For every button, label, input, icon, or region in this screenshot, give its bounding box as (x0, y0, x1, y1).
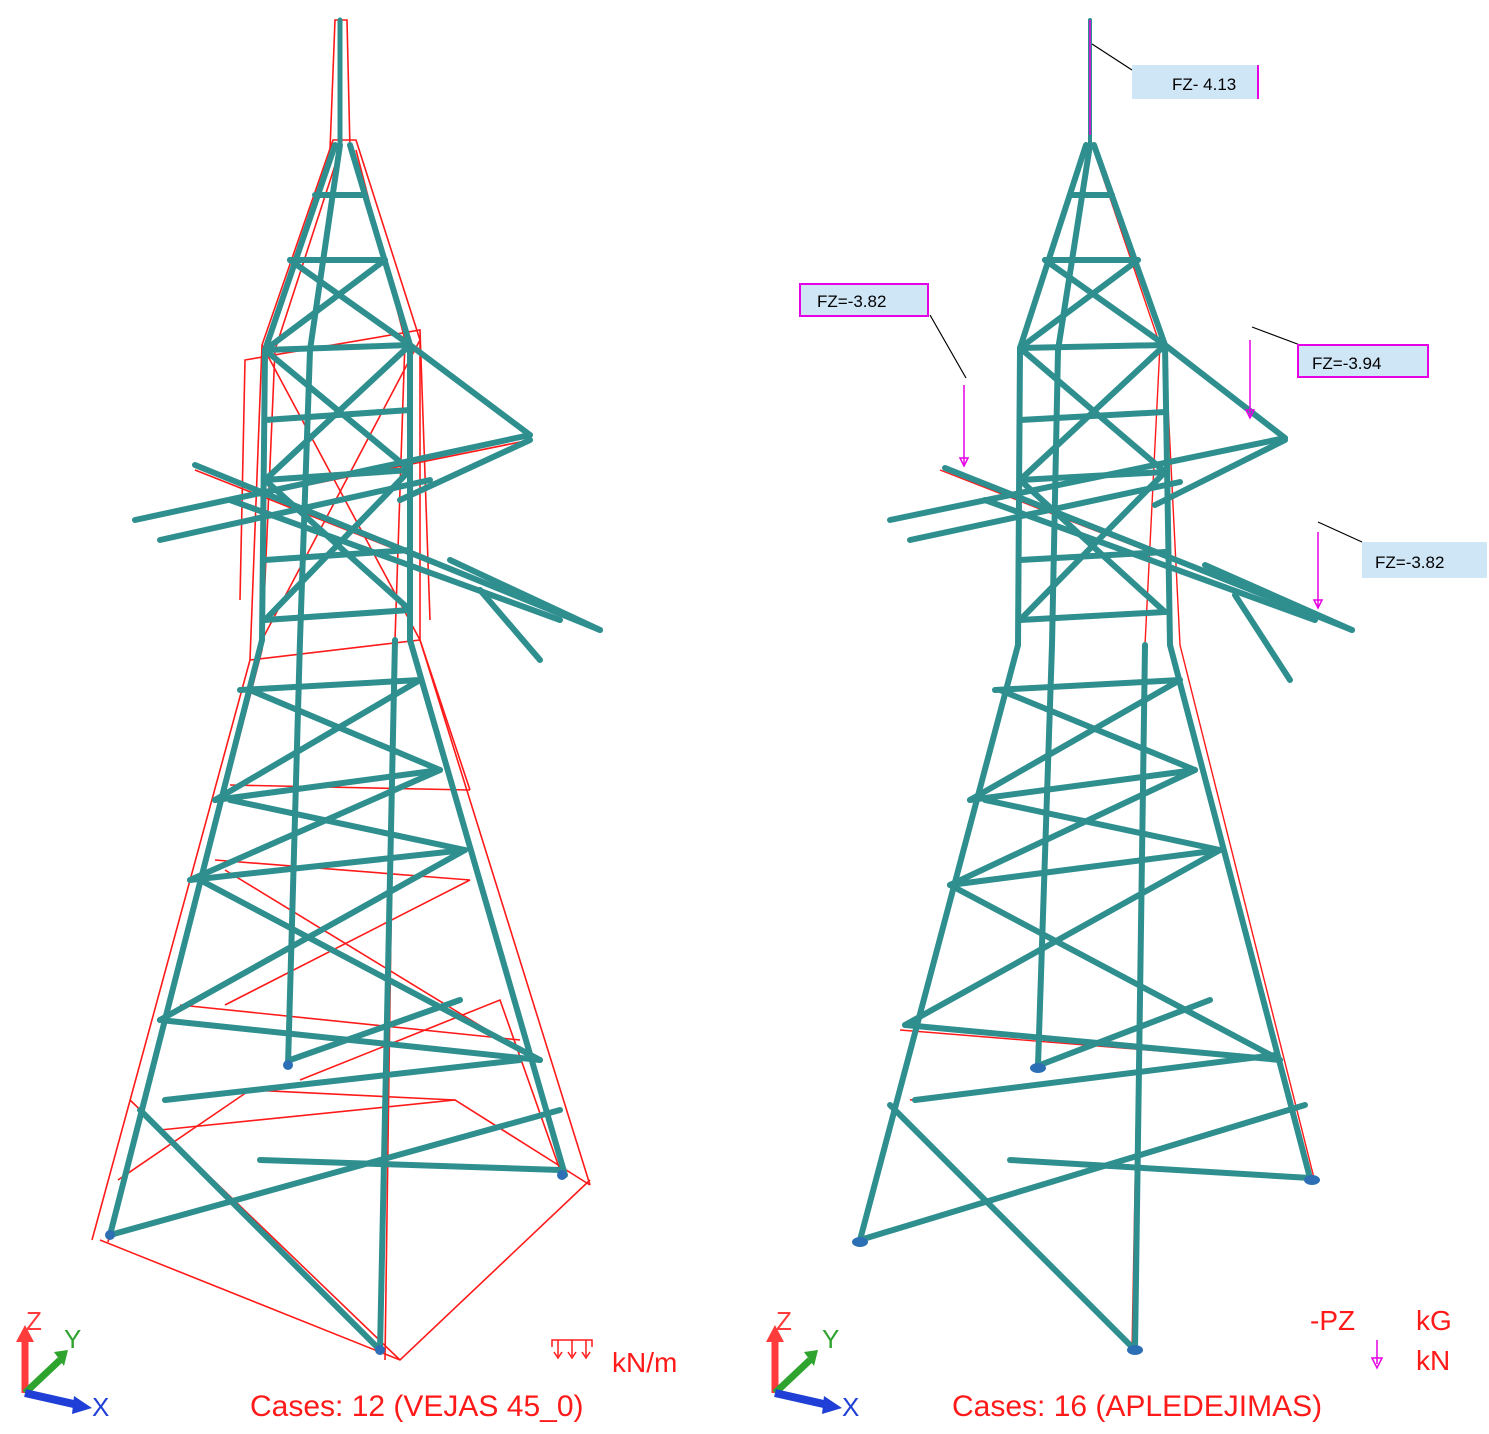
force-label-text: FZ=-3.94 (1312, 354, 1381, 373)
left-view-panel[interactable]: Z Y X kN/m Cases: 12 (VEJAS 45_0) (0, 0, 740, 1429)
supports-right (852, 1063, 1320, 1355)
x-axis-icon (24, 1389, 79, 1409)
x-axis-label: X (92, 1392, 109, 1422)
label-leaders (929, 43, 1363, 543)
force-label-1: FZ- 4.13 (1132, 65, 1259, 99)
supports-left (105, 1060, 567, 1355)
y-axis-label: Y (64, 1324, 81, 1354)
z-axis-label: Z (26, 1306, 42, 1336)
support-node (1030, 1063, 1046, 1073)
support-node (283, 1060, 293, 1070)
y-axis-label: Y (822, 1324, 839, 1354)
y-axis-icon (22, 1357, 63, 1396)
point-load-arrow-icon (958, 385, 970, 468)
right-tower-drawing: FZ- 4.13 FZ=-3.82 FZ=-3.94 FZ=-3.82 (766, 18, 1487, 1423)
support-node (375, 1345, 385, 1355)
point-loads (958, 20, 1324, 610)
x-axis-label: X (842, 1392, 859, 1422)
support-node (852, 1237, 868, 1247)
support-node (557, 1170, 567, 1180)
force-label-3: FZ=-3.94 (1297, 344, 1429, 378)
force-label-2: FZ=-3.82 (799, 283, 929, 317)
case-label-right: Cases: 16 (APLEDEJIMAS) (952, 1390, 1322, 1423)
members-left (107, 17, 603, 1353)
legend-force-unit: kN (1416, 1345, 1450, 1376)
legend-load-arrow-icon (1370, 1340, 1384, 1370)
x-axis-icon (774, 1389, 829, 1409)
right-view-panel[interactable]: FZ- 4.13 FZ=-3.82 FZ=-3.94 FZ=-3.82 (740, 0, 1489, 1429)
z-axis-label: Z (776, 1306, 792, 1336)
legend-moment-unit: kG (1416, 1305, 1452, 1336)
point-load-arrow-icon (1312, 532, 1324, 610)
load-unit-label: kN/m (612, 1347, 677, 1378)
legend-moment-label: -PZ (1310, 1305, 1355, 1336)
members-right (857, 18, 1355, 1353)
force-label-text: FZ=-3.82 (1375, 553, 1444, 572)
support-node (1127, 1345, 1143, 1355)
force-label-4: FZ=-3.82 (1362, 542, 1487, 578)
support-node (1304, 1175, 1320, 1185)
deformed-shape-left (91, 19, 601, 1361)
force-label-text: FZ- 4.13 (1172, 75, 1236, 94)
force-label-text: FZ=-3.82 (817, 292, 886, 311)
support-node (105, 1230, 115, 1240)
axis-triad-right: Z Y X (766, 1306, 859, 1422)
axis-triad-left: Z Y X (16, 1306, 109, 1422)
case-label-left: Cases: 12 (VEJAS 45_0) (250, 1390, 584, 1423)
y-axis-icon (772, 1357, 813, 1396)
left-tower-drawing: Z Y X kN/m Cases: 12 (VEJAS 45_0) (16, 17, 677, 1423)
point-load-arrow-icon (1244, 340, 1256, 420)
distributed-load-icon (551, 1339, 593, 1360)
